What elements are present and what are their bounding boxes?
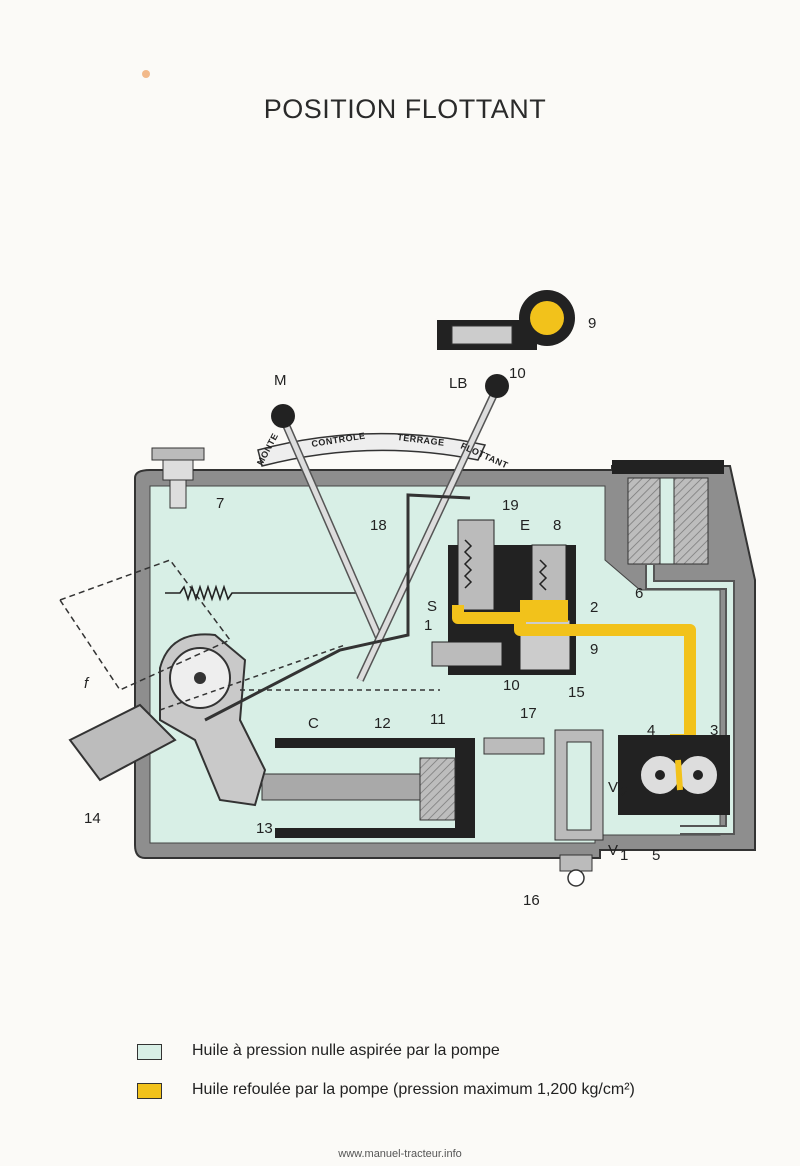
callout-M: M <box>274 372 287 389</box>
callout-10-top: 10 <box>509 365 526 382</box>
return-spring <box>165 584 360 602</box>
callout-10: 10 <box>503 677 520 694</box>
callout-13: 13 <box>256 820 273 837</box>
callout-V2-sub: 2 <box>620 784 628 801</box>
callout-9: 9 <box>590 641 598 658</box>
lever-M-knob <box>271 404 295 428</box>
callout-19: 19 <box>502 497 519 514</box>
valve-17 <box>483 737 545 755</box>
callout-16: 16 <box>523 892 540 909</box>
legend-swatch-pressure <box>137 1083 162 1099</box>
callout-15: 15 <box>568 684 585 701</box>
paper-mark <box>142 70 150 78</box>
piston-rod <box>261 773 421 801</box>
detail-valve <box>437 290 575 350</box>
legend-swatch-suction <box>137 1044 162 1060</box>
callout-12: 12 <box>374 715 391 732</box>
scale-sector <box>257 432 487 467</box>
callout-V1-sub: 1 <box>620 847 628 864</box>
drain-plug <box>559 854 593 872</box>
footer-url: www.manuel-tracteur.info <box>338 1148 462 1160</box>
linkage <box>204 493 471 722</box>
callout-1: 1 <box>424 617 432 634</box>
legend-text-pressure: Huile refoulée par la pompe (pression ma… <box>192 1081 635 1098</box>
callout-17: 17 <box>520 705 537 722</box>
filter-housing <box>612 460 724 474</box>
callout-11: 11 <box>430 711 446 728</box>
callout-8: 8 <box>553 517 561 534</box>
callout-5: 5 <box>652 847 660 864</box>
callout-4: 4 <box>647 722 655 739</box>
filler-cap <box>151 447 205 509</box>
lever-LB-knob <box>485 374 509 398</box>
callout-3: 3 <box>710 722 718 739</box>
callout-2: 2 <box>590 599 598 616</box>
callout-V1: V <box>608 842 618 859</box>
callout-14: 14 <box>84 810 101 827</box>
page-title: POSITION FLOTTANT <box>263 94 547 124</box>
callout-S: S <box>427 598 437 615</box>
callout-6: 6 <box>635 585 643 602</box>
lift-arm <box>68 633 267 807</box>
callout-7: 7 <box>216 495 224 512</box>
legend-text-suction: Huile à pression nulle aspirée par la po… <box>192 1042 500 1059</box>
callout-C: C <box>308 715 319 732</box>
callout-18: 18 <box>370 517 387 534</box>
callout-E: E <box>520 517 530 534</box>
callout-9-top: 9 <box>588 315 596 332</box>
cylinder-C <box>275 738 475 748</box>
callout-LB: LB <box>449 375 467 392</box>
callout-V2: V <box>608 779 618 796</box>
callout-f: f <box>84 675 90 692</box>
